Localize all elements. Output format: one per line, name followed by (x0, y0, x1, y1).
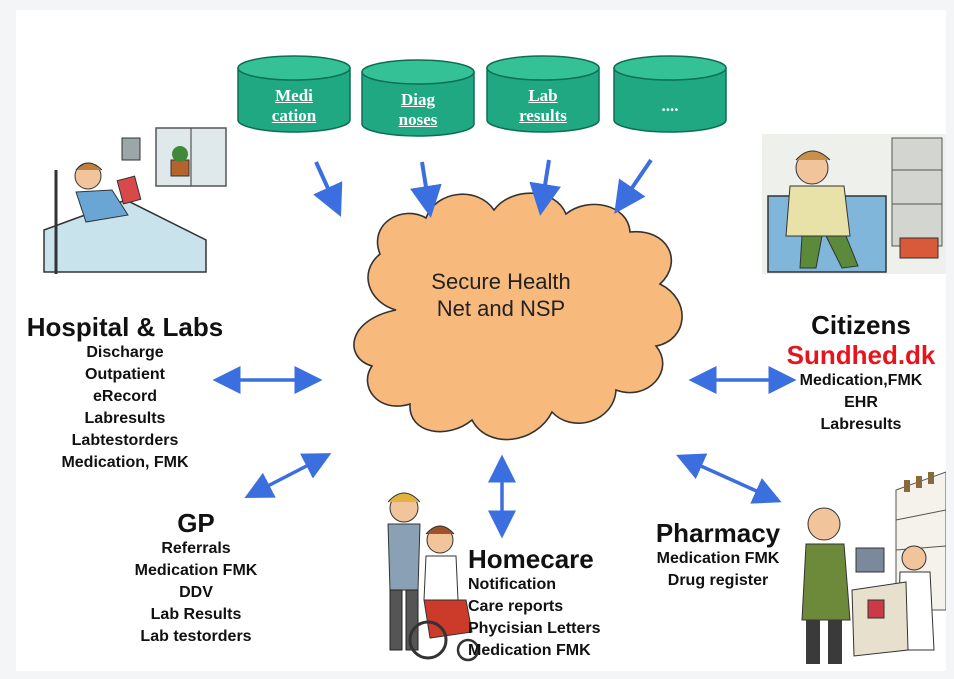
cylinder-label-line: Medi (275, 86, 313, 105)
cylinder-label-line: Lab (528, 86, 558, 105)
cylinder-more (613, 55, 727, 133)
arrow-cloud-pharmacy (676, 453, 782, 504)
arrow-lab-results-to-cloud (529, 159, 561, 216)
gp-item: Lab Results (150, 606, 242, 623)
cylinder-lab-results (486, 55, 600, 133)
cloud-label-line1: Secure Health (431, 269, 571, 294)
citizens-item: EHR (844, 394, 878, 411)
diagram-graphics (38, 55, 946, 664)
arrow-diagnoses-to-cloud (410, 161, 442, 218)
cloud-label-line2: Net and NSP (436, 296, 566, 321)
pharmacy-clipart (801, 471, 946, 664)
hospital-block: Hospital & Labs Discharge Outpatient eRe… (16, 312, 234, 474)
cylinder-diagnoses (361, 59, 475, 137)
homecare-item: Phycisian Letters (468, 620, 601, 637)
sundhed-dk-brand: Sundhed.dk (786, 340, 936, 370)
hospital-item: Outpatient (85, 366, 165, 383)
cylinder-label-line: noses (398, 110, 438, 129)
pharmacy-item: Medication FMK (656, 550, 780, 567)
homecare-title: Homecare (468, 544, 594, 574)
hospital-item: Labtestorders (71, 432, 179, 449)
gp-item: Medication FMK (134, 562, 258, 579)
arrow-more-to-cloud (614, 158, 653, 214)
gp-item: Referrals (161, 540, 231, 557)
cylinder-label-diagnoses: Diag noses (376, 90, 460, 130)
homecare-item: Care reports (468, 598, 564, 615)
hospital-patient-clipart (38, 127, 228, 278)
citizen-clipart (762, 134, 946, 274)
hospital-item: Labresults (84, 410, 166, 427)
cloud-label: Secure Health Net and NSP (396, 268, 606, 322)
pharmacy-block: Pharmacy Medication FMK Drug register (638, 518, 798, 592)
hospital-item: eRecord (92, 388, 158, 405)
hospital-item: Discharge (86, 344, 164, 361)
cylinder-medication (237, 55, 351, 133)
gp-item: DDV (179, 584, 213, 601)
cylinder-label-line: .... (661, 96, 679, 115)
citizens-title: Citizens (811, 310, 911, 340)
hospital-item: Medication, FMK (61, 454, 189, 471)
diagram-canvas: Medi cation Diag noses Lab results .... … (16, 10, 946, 671)
arrow-gp-cloud (244, 453, 332, 499)
citizens-item: Labresults (820, 416, 902, 433)
cylinder-label-lab-results: Lab results (501, 86, 585, 126)
homecare-item: Notification (468, 576, 556, 593)
gp-title: GP (177, 508, 215, 538)
gp-block: GP Referrals Medication FMK DDV Lab Resu… (116, 508, 276, 648)
cylinder-label-medication: Medi cation (252, 86, 336, 126)
homecare-clipart (387, 492, 480, 662)
hospital-title: Hospital & Labs (26, 312, 224, 342)
gp-item: Lab testorders (140, 628, 252, 645)
pharmacy-item: Drug register (667, 572, 769, 589)
homecare-item: Medication FMK (468, 642, 591, 659)
cylinder-label-line: Diag (401, 90, 435, 109)
citizens-item: Medication,FMK (799, 372, 923, 389)
cylinder-label-line: results (519, 106, 567, 125)
cylinder-label-more: .... (628, 96, 712, 116)
pharmacy-title: Pharmacy (655, 518, 781, 548)
homecare-block: Homecare Notification Care reports Phyci… (468, 544, 668, 662)
cylinder-label-line: cation (271, 106, 317, 125)
arrow-medication-to-cloud (313, 161, 343, 217)
citizens-block: Citizens Sundhed.dk Medication,FMK EHR L… (776, 310, 946, 436)
